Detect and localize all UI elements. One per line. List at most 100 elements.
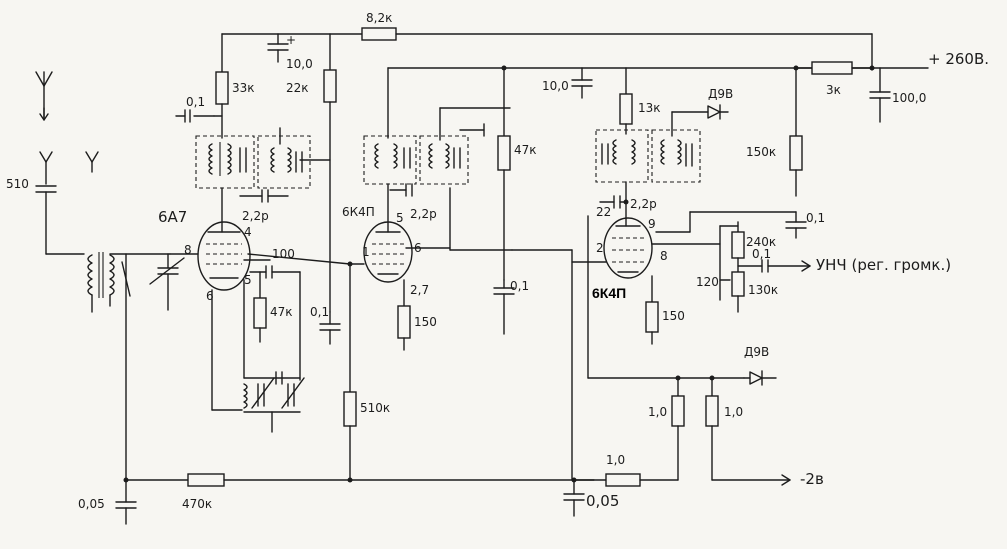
label-r-sg-feed: 22к bbox=[286, 81, 309, 95]
label-r-ground-bus: 510к bbox=[360, 401, 390, 415]
resistor-bias-2 bbox=[705, 395, 719, 427]
label-c-bottom: 0,05 bbox=[586, 492, 619, 510]
if-transformer-2 bbox=[374, 107, 513, 251]
label-pin-1: 1 bbox=[362, 245, 370, 259]
label-c-filter: 100,0 bbox=[892, 91, 926, 105]
label-c-if2-couple: 2,2р bbox=[410, 207, 437, 221]
oscillator-tank bbox=[243, 371, 305, 433]
label-r-bias-2: 1,0 bbox=[724, 405, 743, 419]
label-pin-6a: 6 bbox=[206, 289, 214, 303]
label-r-filter: 3к bbox=[826, 83, 841, 97]
label-c-screen-bypass: 0,1 bbox=[310, 305, 329, 319]
label-pin-9: 9 bbox=[648, 217, 656, 231]
label-r-bus: 8,2к bbox=[366, 11, 392, 25]
variable-capacitor-input bbox=[149, 253, 185, 311]
tube-det-electrodes bbox=[612, 225, 644, 273]
label-c-supply: 10,0 bbox=[542, 79, 569, 93]
capacitor-agc bbox=[115, 479, 137, 525]
capacitor-supply bbox=[571, 67, 593, 99]
if-transformer-1-shield-b bbox=[257, 135, 311, 189]
label-c-det-bypass: 0,1 bbox=[806, 211, 825, 225]
antenna-symbol bbox=[35, 71, 53, 121]
label-diode-bottom: Д9В bbox=[744, 345, 769, 359]
if-transformer-3-shield-b bbox=[651, 129, 701, 183]
capacitor-out bbox=[737, 259, 811, 273]
if-transformer-3-shield-a bbox=[595, 129, 649, 183]
label-cap-if-cathode: 2,7 bbox=[410, 283, 429, 297]
resistor-bus bbox=[361, 27, 397, 41]
if-transformer-2-shield-a bbox=[363, 135, 417, 185]
label-c-agc: 0,05 bbox=[78, 497, 105, 511]
label-r-osc-grid: 47к bbox=[270, 305, 293, 319]
resistor-det-cathode bbox=[645, 301, 659, 333]
diode-top bbox=[707, 104, 729, 120]
antenna-terminal bbox=[39, 151, 99, 185]
label-pin-8b: 8 bbox=[660, 249, 668, 263]
capacitor-filter bbox=[869, 67, 891, 123]
input-transformer bbox=[45, 252, 171, 481]
resistor-sg-feed bbox=[323, 69, 337, 103]
resistor-240k bbox=[731, 231, 745, 259]
resistor-sg-mixer bbox=[215, 71, 229, 105]
label-r-if-cathode: 150 bbox=[414, 315, 437, 329]
label-c-top: 10,0 bbox=[286, 57, 313, 71]
capacitor-det-bypass bbox=[785, 211, 807, 239]
label-c-22: 22 bbox=[596, 205, 611, 219]
label-c-det-couple: 2,2р bbox=[630, 197, 657, 211]
resistor-filter bbox=[811, 61, 853, 75]
label-c-if-screen: 0,1 bbox=[510, 279, 529, 293]
tube-mixer-envelope bbox=[197, 221, 251, 291]
if-transformer-1-shield-a bbox=[195, 135, 255, 189]
label-r-if-screen: 47к bbox=[514, 143, 537, 157]
label-r-sg-mixer: 33к bbox=[232, 81, 255, 95]
svg-text:+: + bbox=[286, 33, 296, 47]
label-tube-det: 6К4П bbox=[592, 285, 626, 301]
label-pin-4: 4 bbox=[244, 225, 252, 239]
label-r-det-cathode: 150 bbox=[662, 309, 685, 323]
tube-if-electrodes bbox=[372, 183, 404, 275]
label-r-det-screen: 150к bbox=[746, 145, 776, 159]
resistor-if-cathode bbox=[397, 305, 411, 339]
label-pin-5b: 5 bbox=[396, 211, 404, 225]
capacitor-10uf-top: + bbox=[267, 33, 296, 63]
resistor-ground-bus bbox=[343, 391, 357, 427]
label-pin-8: 8 bbox=[184, 243, 192, 257]
if-transformer-2-shield-b bbox=[419, 135, 469, 185]
label-r-det-plate: 13к bbox=[638, 101, 661, 115]
capacitor-bottom bbox=[563, 479, 585, 517]
capacitor-decoupling-top bbox=[175, 109, 223, 123]
label-tube-if: 6К4П bbox=[342, 205, 375, 219]
label-c-decoupling-1: 0,1 bbox=[186, 95, 205, 109]
tube-det-envelope bbox=[603, 217, 653, 279]
label-r-bias-3: 1,0 bbox=[606, 453, 625, 467]
label-r-130: 130к bbox=[748, 283, 778, 297]
resistor-if-screen bbox=[497, 135, 511, 171]
label-c-out: 0,1 bbox=[752, 247, 771, 261]
label-r-bias-1: 1,0 bbox=[648, 405, 667, 419]
resistor-osc-grid bbox=[253, 297, 267, 329]
resistor-bias-1 bbox=[671, 395, 685, 427]
label-diode-top: Д9В bbox=[708, 87, 733, 101]
capacitor-antenna bbox=[35, 185, 57, 255]
label-r-240: 240к bbox=[746, 235, 776, 249]
label-c-antenna: 510 bbox=[6, 177, 29, 191]
diode-bottom bbox=[743, 370, 777, 386]
capacitor-if1-couple bbox=[239, 189, 289, 203]
capacitor-grid-osc bbox=[249, 265, 301, 381]
label-c-grid-couple: 100 bbox=[272, 247, 295, 261]
resistor-agc bbox=[187, 473, 225, 487]
label-pin-5: 5 bbox=[244, 273, 252, 287]
capacitor-if-screen bbox=[493, 279, 515, 335]
label-pin-2: 2 bbox=[596, 241, 604, 255]
capacitor-screen-bypass bbox=[319, 311, 341, 345]
label-supply: + 260В. bbox=[928, 50, 989, 68]
resistor-det-plate bbox=[619, 93, 633, 125]
resistor-det-screen bbox=[789, 135, 803, 171]
if-transformer-1 bbox=[208, 127, 331, 176]
label-r-agc: 470к bbox=[182, 497, 212, 511]
label-output: УНЧ (рег. громк.) bbox=[816, 256, 951, 274]
label-tube-mixer: 6А7 bbox=[158, 208, 187, 226]
label-c-120: 120 bbox=[696, 275, 719, 289]
label-bias-supply: -2в bbox=[800, 470, 824, 488]
